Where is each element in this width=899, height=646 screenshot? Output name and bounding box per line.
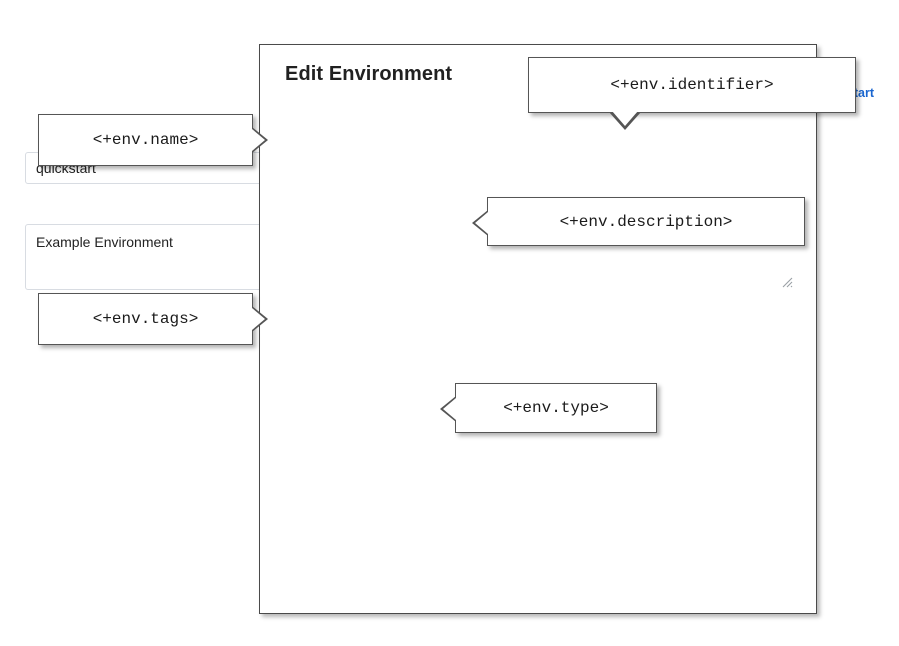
callout-env-description: <+env.description> bbox=[472, 197, 805, 246]
edit-environment-dialog: Edit Environment bbox=[259, 44, 817, 614]
callout-env-type: <+env.type> bbox=[440, 383, 657, 433]
dialog-title: Edit Environment bbox=[285, 63, 453, 85]
callout-env-tags: <+env.tags> bbox=[38, 293, 268, 345]
callout-tail-right-fill-icon bbox=[252, 129, 265, 151]
callout-tail-right-fill-icon bbox=[252, 308, 265, 330]
callout-env-identifier: <+env.identifier> bbox=[528, 57, 856, 130]
callout-tail-left-fill-icon bbox=[475, 212, 488, 234]
callout-description-text: <+env.description> bbox=[559, 212, 733, 231]
callout-tail-left-fill-icon bbox=[443, 398, 456, 420]
callout-name-text: <+env.name> bbox=[92, 131, 199, 149]
callout-tags-text: <+env.tags> bbox=[92, 310, 199, 328]
callout-type-text: <+env.type> bbox=[503, 399, 609, 417]
callout-identifier-text: <+env.identifier> bbox=[610, 76, 774, 94]
callout-env-name: <+env.name> bbox=[38, 114, 268, 166]
callout-tail-down-fill-icon bbox=[612, 111, 638, 126]
